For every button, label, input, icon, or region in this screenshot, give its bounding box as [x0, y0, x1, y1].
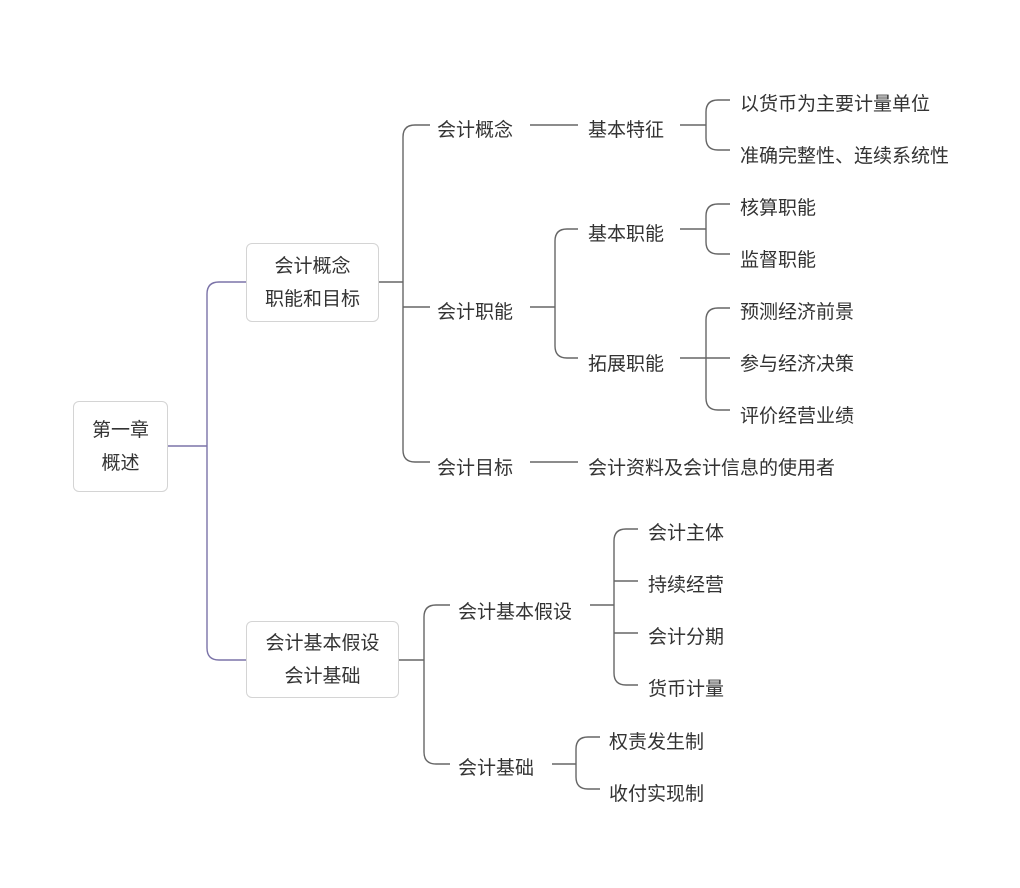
root-title: 第一章	[91, 418, 149, 441]
branch2-line2: 会计基础	[284, 664, 361, 687]
node-extended-item[interactable]: 预测经济前景	[740, 301, 855, 323]
root-node[interactable]: 第一章 概述	[73, 401, 168, 492]
node-function[interactable]: 会计职能	[437, 301, 514, 323]
branch1-line1: 会计概念	[274, 254, 351, 277]
node-assumptions[interactable]: 会计基本假设	[458, 601, 573, 623]
node-concept[interactable]: 会计概念	[437, 119, 514, 141]
node-assumption-item[interactable]: 持续经营	[648, 574, 725, 596]
node-assumption-item[interactable]: 货币计量	[648, 678, 725, 700]
node-feature-item[interactable]: 以货币为主要计量单位	[740, 93, 931, 115]
node-assumption-item[interactable]: 会计分期	[648, 626, 725, 648]
node-feature[interactable]: 基本特征	[588, 119, 665, 141]
connector-basic	[680, 203, 730, 255]
node-basis[interactable]: 会计基础	[458, 757, 535, 779]
node-goal[interactable]: 会计目标	[437, 457, 514, 479]
branch2-node[interactable]: 会计基本假设 会计基础	[246, 621, 399, 698]
node-goal-child[interactable]: 会计资料及会计信息的使用者	[588, 457, 836, 479]
connector-basis	[552, 736, 600, 790]
node-basis-item[interactable]: 收付实现制	[609, 783, 705, 805]
connector-root	[167, 281, 247, 661]
node-basic-function[interactable]: 基本职能	[588, 223, 665, 245]
connector-extended	[680, 307, 730, 411]
connector-function	[530, 228, 578, 359]
node-basic-item[interactable]: 监督职能	[740, 249, 817, 271]
connector-branch2	[398, 604, 450, 765]
node-extended-item[interactable]: 评价经营业绩	[740, 405, 855, 427]
connector-branch1	[378, 124, 430, 463]
node-extended-function[interactable]: 拓展职能	[588, 353, 665, 375]
branch1-line2: 职能和目标	[264, 287, 360, 310]
node-basis-item[interactable]: 权责发生制	[609, 731, 705, 753]
branch2-line1: 会计基本假设	[265, 631, 380, 654]
connector-assumptions	[590, 528, 638, 686]
branch1-node[interactable]: 会计概念 职能和目标	[246, 243, 379, 322]
node-feature-item[interactable]: 准确完整性、连续系统性	[740, 145, 950, 167]
connector-feature	[680, 99, 730, 151]
node-extended-item[interactable]: 参与经济决策	[740, 353, 855, 375]
root-subtitle: 概述	[101, 451, 140, 474]
node-basic-item[interactable]: 核算职能	[740, 197, 817, 219]
node-assumption-item[interactable]: 会计主体	[648, 522, 725, 544]
